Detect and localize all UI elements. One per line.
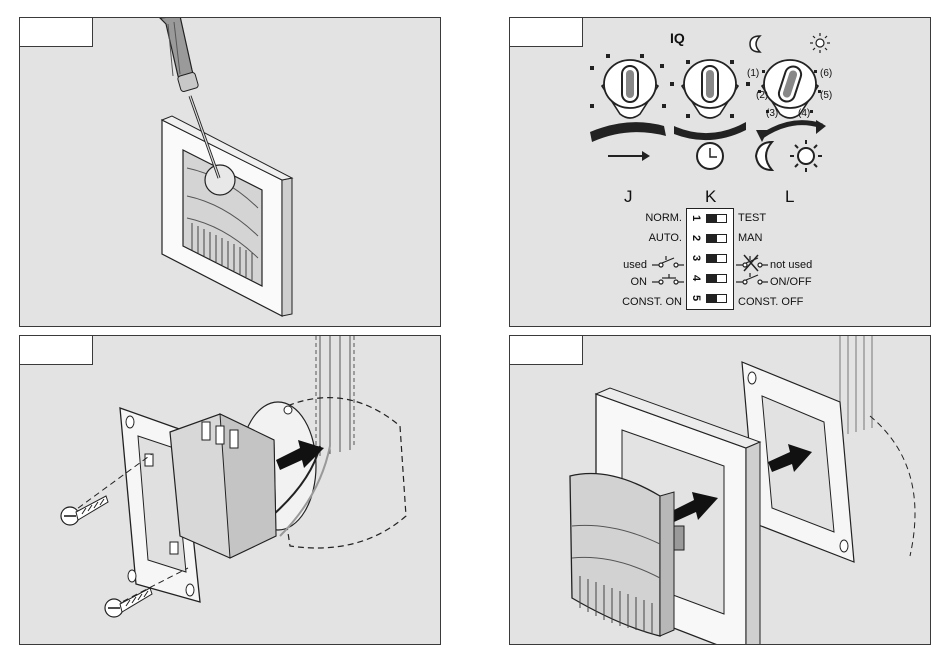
dip-1-right-label: TEST — [738, 212, 766, 224]
timer-mark-2: (2) — [756, 90, 768, 102]
dip-5-left-label: CONST. ON — [622, 296, 682, 308]
dial-label-k: K — [705, 188, 716, 206]
dial-k — [670, 60, 750, 140]
step-3-illustration — [20, 336, 441, 645]
timer-mark-1: (1) — [747, 68, 759, 80]
dial-label-j: J — [624, 188, 633, 206]
dip-2-left-label: AUTO. — [649, 232, 682, 244]
dip-switch-5[interactable] — [706, 294, 727, 303]
screw-icon — [61, 496, 108, 525]
sun-small-icon — [810, 33, 830, 53]
dip-switch-4[interactable] — [706, 274, 727, 283]
moon-icon — [756, 142, 772, 170]
step-2-panel: IQ (1) (2) (3) (4) (5) (6) J K L 1 2 3 4… — [509, 17, 931, 327]
timer-mark-4: (4) — [798, 108, 810, 120]
arrow-right-icon — [608, 151, 650, 161]
dip-5-right-label: CONST. OFF — [738, 296, 803, 308]
timer-mark-6: (6) — [820, 68, 832, 80]
dip-1-left-label: NORM. — [645, 212, 682, 224]
step-1-illustration — [20, 18, 441, 327]
dip-number-3: 3 — [690, 252, 702, 264]
screw-icon-2 — [105, 588, 152, 617]
step-1-panel — [19, 17, 441, 327]
dip-number-5: 5 — [690, 292, 702, 304]
step-3-panel — [19, 335, 441, 645]
step-4-panel — [509, 335, 931, 645]
dip-switch-1[interactable] — [706, 214, 727, 223]
dip-switch-block: 1 2 3 4 5 — [686, 208, 734, 310]
clock-icon — [697, 143, 723, 169]
timer-mark-5: (5) — [820, 90, 832, 102]
dip-number-1: 1 — [690, 212, 702, 224]
dip-number-4: 4 — [690, 272, 702, 284]
dip-4-right-label: ON/OFF — [770, 276, 812, 288]
dip-3-right-label: not used — [770, 259, 812, 271]
brightness-label: IQ — [670, 32, 685, 44]
dial-label-l: L — [785, 188, 794, 206]
dip-3-left-label: used — [623, 259, 647, 271]
dip-2-right-label: MAN — [738, 232, 762, 244]
dip-switch-3[interactable] — [706, 254, 727, 263]
dip-switch-2[interactable] — [706, 234, 727, 243]
motion-sensor-insert — [570, 474, 684, 637]
dip-number-2: 2 — [690, 232, 702, 244]
moon-small-icon — [750, 36, 760, 52]
dip-4-left-label: ON — [631, 276, 648, 288]
step-4-illustration — [510, 336, 931, 645]
dial-j — [590, 54, 666, 142]
sun-icon — [790, 140, 822, 172]
timer-mark-3: (3) — [766, 108, 778, 120]
